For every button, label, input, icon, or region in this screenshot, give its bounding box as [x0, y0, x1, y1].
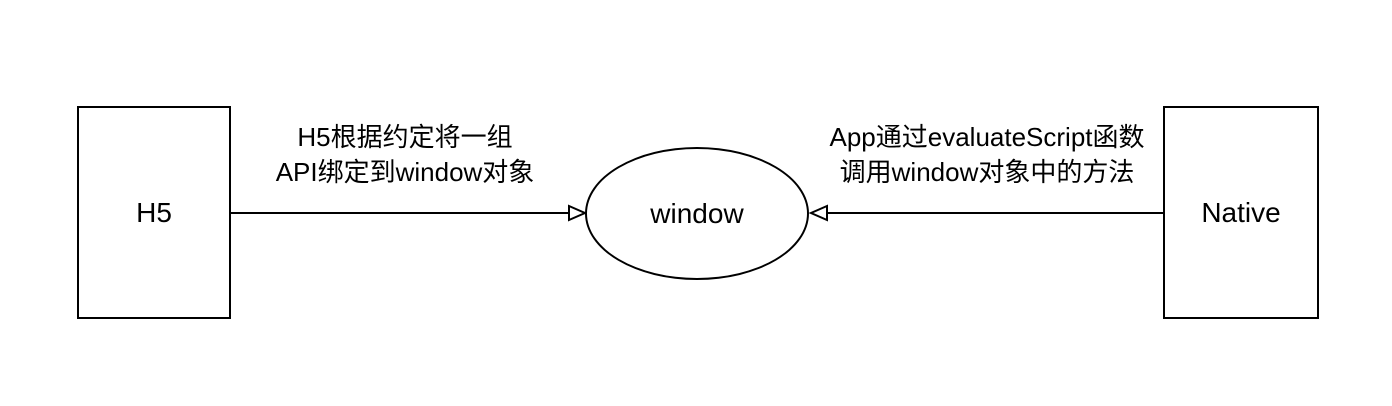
- node-h5: H5: [77, 106, 231, 319]
- node-h5-label: H5: [136, 196, 172, 228]
- node-window-label: window: [650, 197, 744, 229]
- node-native-label: Native: [1201, 196, 1281, 228]
- arrowhead-right-icon: [568, 204, 588, 222]
- edge-h5-to-window: [231, 204, 588, 222]
- edge-label-line: H5根据约定将一组: [297, 122, 513, 152]
- node-window: window: [585, 147, 809, 280]
- edge-label-line: 调用window对象中的方法: [839, 157, 1135, 187]
- edge-label-native-window: App通过evaluateScript函数 调用window对象中的方法: [817, 120, 1157, 190]
- edge-native-to-window: [808, 204, 1163, 222]
- node-native: Native: [1163, 106, 1319, 319]
- arrowhead-left-icon: [808, 204, 828, 222]
- edge-label-line: App通过evaluateScript函数: [829, 122, 1145, 152]
- edge-label-line: API绑定到window对象: [275, 157, 535, 187]
- edge-label-h5-window: H5根据约定将一组 API绑定到window对象: [255, 120, 555, 190]
